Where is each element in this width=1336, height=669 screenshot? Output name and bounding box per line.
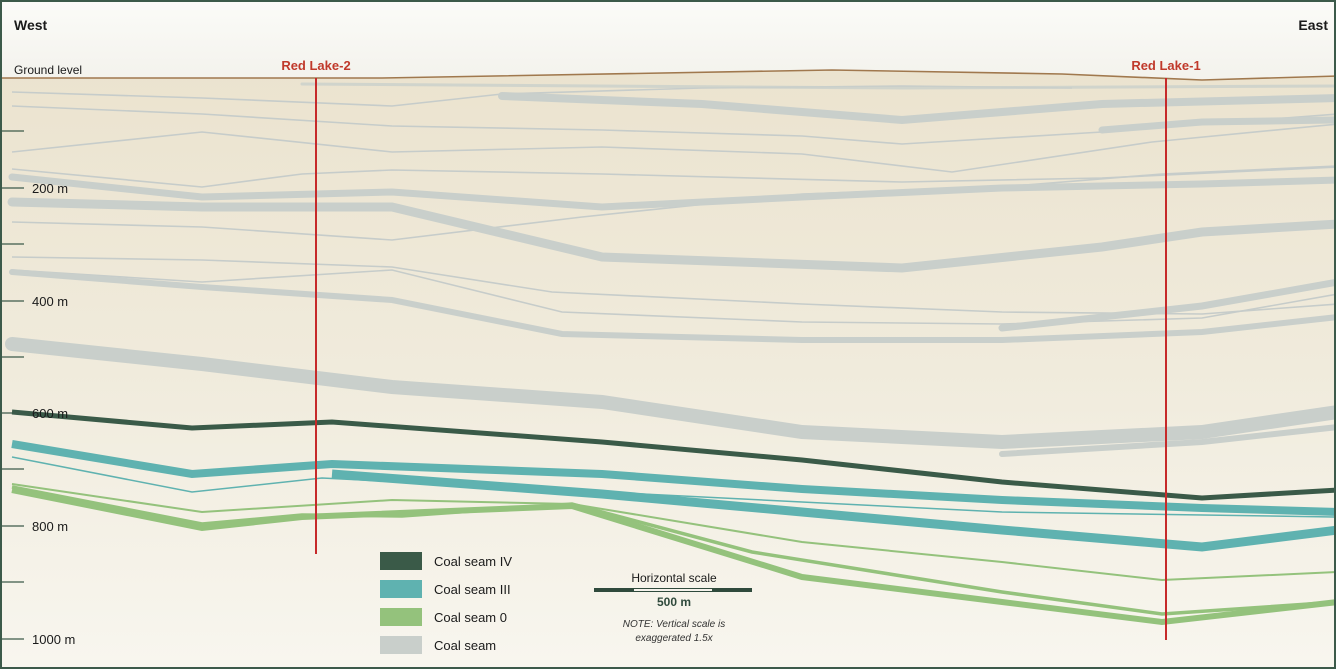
east-label: East <box>1298 17 1328 33</box>
depth-axis <box>2 130 24 640</box>
depth-label-800: 800 m <box>32 519 68 534</box>
depth-label-600: 600 m <box>32 406 68 421</box>
ground-level-label: Ground level <box>14 63 82 77</box>
coal-seam-iv-line <box>11 409 1334 501</box>
legend-swatch-coal-seam-iii <box>380 580 422 598</box>
depth-label-200: 200 m <box>32 181 68 196</box>
legend-label-coal-seam-0: Coal seam 0 <box>434 610 507 625</box>
well-red-lake-1-label: Red Lake-1 <box>1131 58 1200 73</box>
scale-bar-segment <box>634 589 712 591</box>
scale-title: Horizontal scale <box>631 571 717 585</box>
horizontal-scale: Horizontal scale 500 m NOTE: Vertical sc… <box>594 571 752 644</box>
depth-label-400: 400 m <box>32 294 68 309</box>
coal-seam-iii-lines <box>11 440 1334 552</box>
ground-level-line <box>2 69 1334 81</box>
legend-swatch-coal-seam-iv <box>380 552 422 570</box>
thick-coal-seams <box>5 82 1334 457</box>
legend-swatch-coal-seam <box>380 636 422 654</box>
legend: Coal seam IV Coal seam III Coal seam 0 C… <box>380 552 512 654</box>
legend-label-coal-seam-iv: Coal seam IV <box>434 554 512 569</box>
legend-label-coal-seam: Coal seam <box>434 638 496 653</box>
well-red-lake-2-label: Red Lake-2 <box>281 58 350 73</box>
legend-swatch-coal-seam-0 <box>380 608 422 626</box>
depth-label-1000: 1000 m <box>32 632 75 647</box>
scale-note-line-2: exaggerated 1.5x <box>635 633 713 644</box>
legend-label-coal-seam-iii: Coal seam III <box>434 582 511 597</box>
scale-note-line-1: NOTE: Vertical scale is <box>623 619 725 630</box>
depth-labels: 200 m 400 m 600 m 800 m 1000 m <box>32 181 75 647</box>
scale-value: 500 m <box>657 595 691 609</box>
coal-seam-0-lines <box>11 483 1334 626</box>
west-label: West <box>14 17 48 33</box>
sky-area <box>2 2 1334 82</box>
